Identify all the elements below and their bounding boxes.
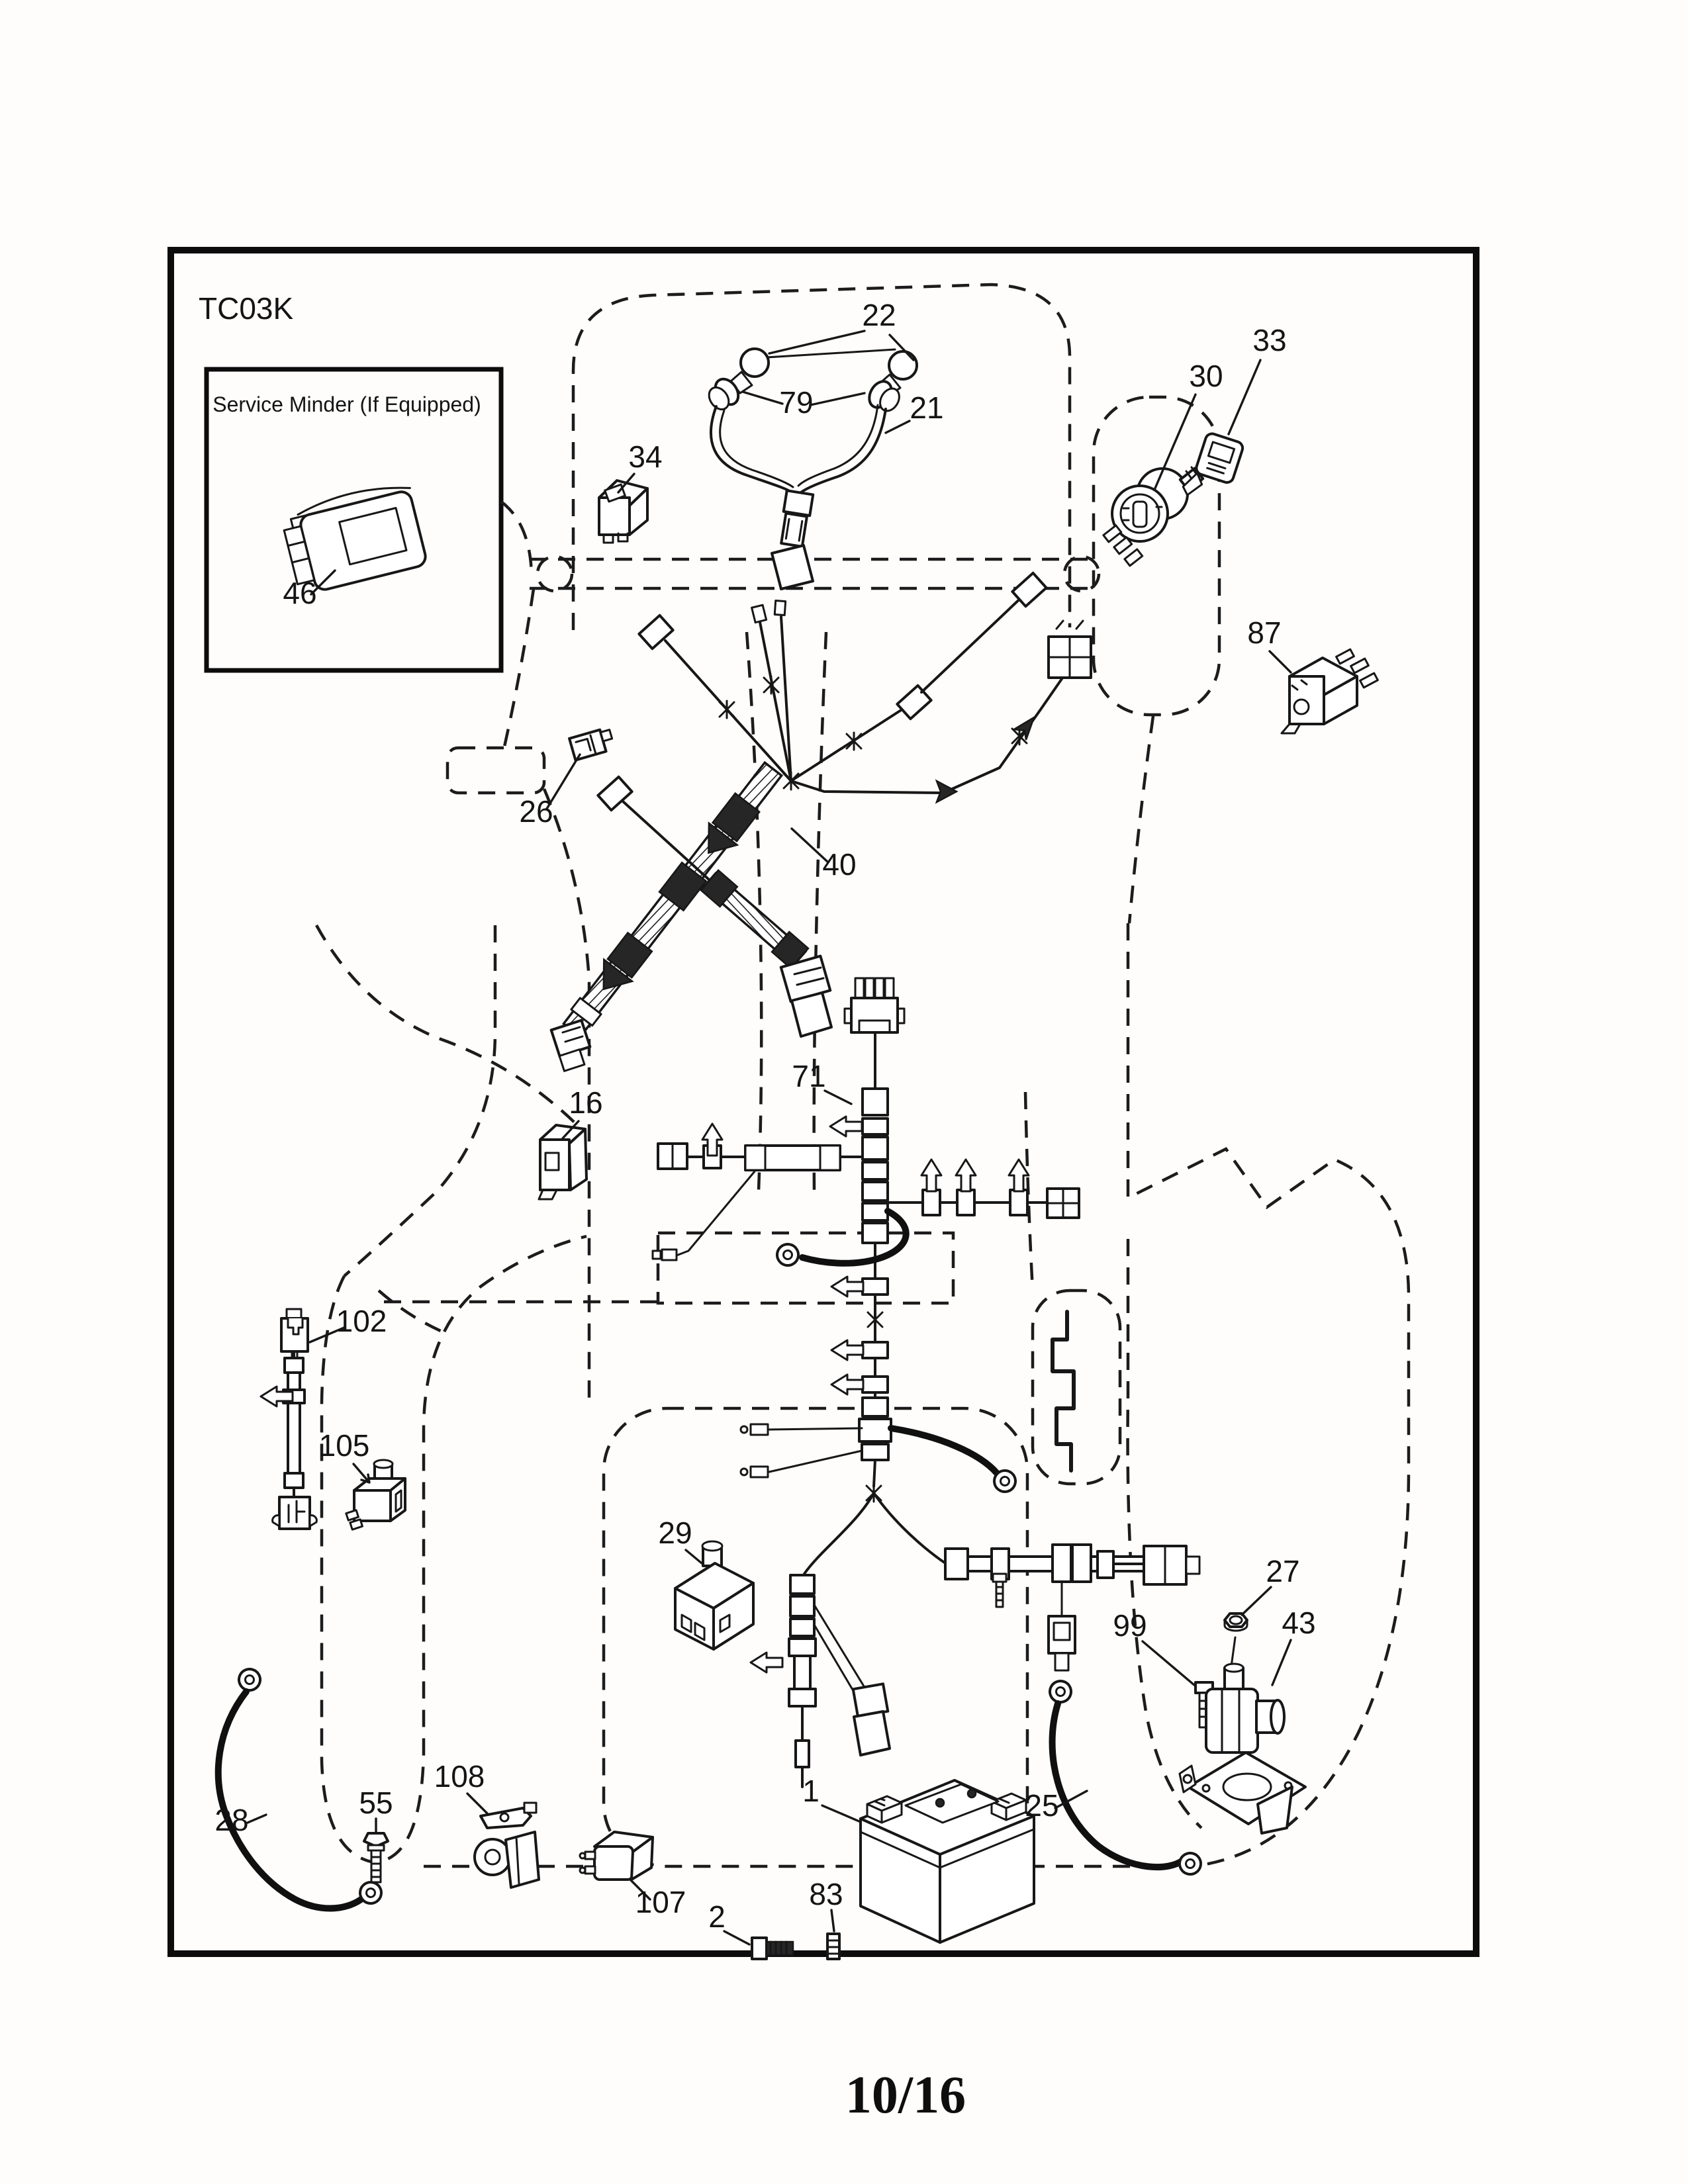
- engine-harness-71-illustration: [651, 977, 1201, 1788]
- headlight-wire-left: [710, 405, 793, 494]
- headlight-connector: [780, 489, 815, 548]
- callout-102: 102: [336, 1304, 387, 1338]
- starter-solenoid-illustration: [1178, 1612, 1307, 1835]
- braid-end-connector: [549, 1019, 592, 1072]
- hood-outline: [571, 283, 1072, 630]
- pto-switch-illustration: [674, 1540, 755, 1651]
- relay-87-illustration: [1280, 648, 1379, 735]
- harness-braid-main: [562, 760, 784, 1038]
- callout-21: 21: [910, 390, 943, 425]
- callout-2: 2: [708, 1899, 726, 1934]
- braid2-end-connector: [779, 954, 833, 1038]
- headlight-wire-right: [800, 408, 887, 494]
- headlight-socket-right: [868, 380, 900, 412]
- callout-87: 87: [1247, 615, 1281, 650]
- callout-1: 1: [802, 1774, 820, 1808]
- bracket-outline-26: [445, 746, 546, 795]
- ground-wire: [799, 1208, 910, 1267]
- callout-22: 22: [862, 298, 896, 332]
- callout-26: 26: [519, 794, 553, 829]
- engine-connector: [843, 977, 906, 1034]
- interlock-relay-16-illustration: [538, 1124, 588, 1201]
- headlight-bulb-right: [888, 350, 918, 381]
- battery-terminal-83-illustration: [826, 1933, 841, 1960]
- callout-27: 27: [1266, 1554, 1299, 1588]
- page-border: [167, 247, 1479, 1957]
- service-minder-inset: Service Minder (If Equipped): [204, 367, 504, 673]
- page-number: 10/16: [845, 2066, 966, 2124]
- coil-108-illustration: [473, 1801, 540, 1889]
- battery-bolt-2-illustration: [751, 1936, 794, 1960]
- callout-107: 107: [635, 1885, 686, 1919]
- callout-40: 40: [822, 847, 856, 882]
- headlight-bulb-left: [739, 347, 770, 378]
- callout-30: 30: [1189, 359, 1223, 393]
- callout-83: 83: [809, 1877, 843, 1911]
- harness-end-connector-right: [1047, 619, 1092, 679]
- left-footrest-outline: [320, 1234, 587, 1864]
- callout-16: 16: [569, 1085, 602, 1120]
- callouts: 22 79 21 34 30 33 87 46 26 40 16 71 102 …: [214, 298, 1316, 1946]
- ignition-switch-illustration: [1102, 466, 1205, 567]
- headlight-socket-left: [708, 377, 740, 411]
- ground-cable-28-illustration: [214, 1664, 387, 1912]
- battery-illustration: [859, 1779, 1035, 1944]
- battery-terminal-neg: [866, 1795, 903, 1824]
- shift-slot-outline: [1031, 1289, 1122, 1486]
- body-line-left: [542, 788, 591, 1406]
- bolt-55-illustration: [363, 1832, 389, 1884]
- shift-gate-path: [1051, 1310, 1076, 1473]
- lower-branch-right: [872, 1492, 1201, 1672]
- right-footwell-line: [1126, 1239, 1203, 1829]
- solenoid-105-illustration: [345, 1459, 406, 1531]
- callout-46: 46: [283, 576, 316, 610]
- connector-26-illustration: [568, 728, 614, 762]
- service-minder-display-illustration: [283, 486, 427, 591]
- dash-panel-lines: [530, 557, 1099, 590]
- service-minder-title: Service Minder (If Equipped): [212, 392, 481, 416]
- fender-left-upper-line: [343, 925, 497, 1277]
- harness-braid-secondary: [700, 869, 810, 970]
- light-switch-illustration: [598, 479, 649, 544]
- ignition-key-illustration: [1182, 432, 1244, 496]
- lower-connector-chain: [749, 1492, 891, 1788]
- diagram-code-label: TC03K: [199, 291, 293, 326]
- ground-wire-lower: [888, 1425, 1000, 1477]
- callout-105: 105: [319, 1428, 370, 1463]
- wiring-harness-40-illustration: [549, 571, 1092, 1072]
- fuse-area-outline: [656, 1231, 955, 1305]
- dash-pivot-right: [1062, 555, 1101, 593]
- headlight-harness-illustration: [708, 347, 918, 590]
- cowl-left-curves: [500, 500, 536, 747]
- blade-branch-right: [886, 1158, 1080, 1219]
- left-arch-curve: [377, 1289, 449, 1336]
- fuse-holder-102-illustration: [259, 1308, 318, 1530]
- wheel-arch-left: [315, 924, 579, 1126]
- callout-28: 28: [214, 1803, 248, 1837]
- steering-console-outline: [1092, 395, 1221, 717]
- callout-108: 108: [434, 1759, 485, 1794]
- callout-43: 43: [1282, 1606, 1315, 1640]
- callout-71: 71: [792, 1059, 825, 1093]
- headlight-connector-cover: [771, 544, 814, 590]
- callout-29: 29: [658, 1516, 692, 1550]
- callout-99: 99: [1113, 1608, 1147, 1643]
- callout-55: 55: [359, 1786, 393, 1820]
- nut-27: [1223, 1612, 1248, 1632]
- dash-pivot-left: [536, 555, 574, 593]
- battery-box-outline: [602, 1406, 1029, 1868]
- callout-79: 79: [779, 385, 813, 420]
- battery-cable-25-illustration: [1045, 1676, 1206, 1880]
- console-to-fender-line: [1127, 715, 1155, 924]
- callout-33: 33: [1252, 323, 1286, 357]
- battery-terminal-pos: [990, 1792, 1027, 1821]
- fuse-branch: [651, 1122, 864, 1261]
- callout-25: 25: [1025, 1788, 1058, 1823]
- relay-107-illustration: [579, 1831, 654, 1881]
- callout-34: 34: [628, 439, 662, 474]
